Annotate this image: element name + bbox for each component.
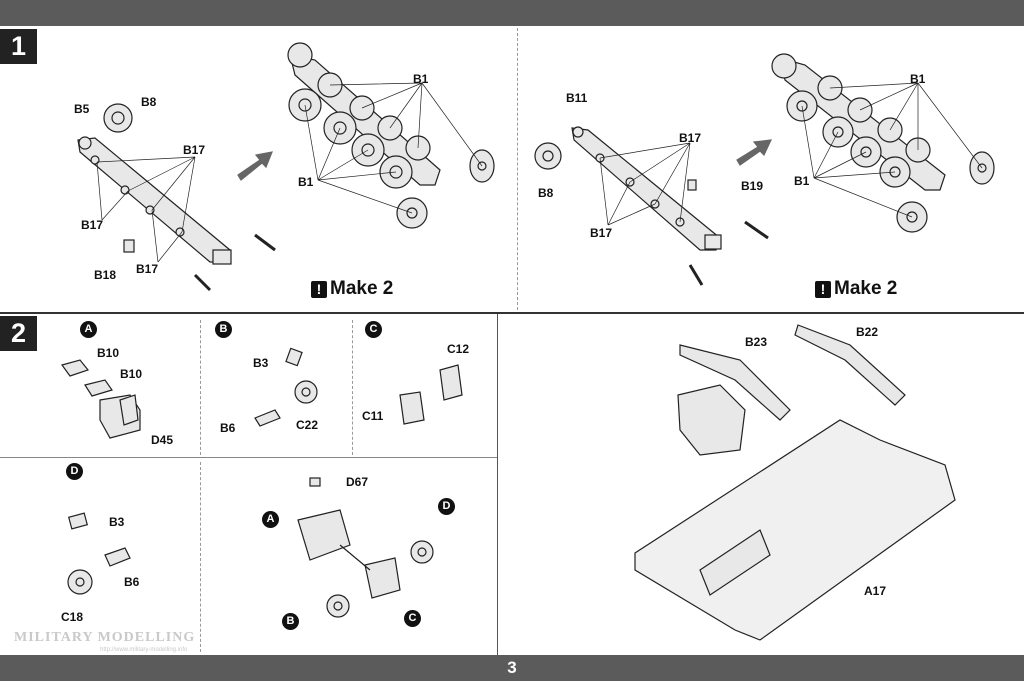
top-bar bbox=[0, 0, 1024, 26]
sub-marker-c: C bbox=[365, 321, 382, 338]
label-b10: B10 bbox=[97, 346, 120, 360]
label-c12: C12 bbox=[447, 342, 470, 356]
sub-b-drawing bbox=[254, 347, 318, 427]
label-b6: B6 bbox=[220, 421, 236, 435]
right-part-b19 bbox=[687, 179, 697, 191]
label-b8: B8 bbox=[141, 95, 157, 109]
make-2-note-right: !Make 2 bbox=[815, 278, 897, 300]
warning-icon: ! bbox=[815, 280, 831, 298]
watermark-logo: MILITARY MODELLING bbox=[14, 630, 196, 645]
label-b3: B3 bbox=[109, 515, 125, 529]
label-b23: B23 bbox=[745, 335, 768, 349]
label-b17: B17 bbox=[81, 218, 104, 232]
right-sprocket-b8 bbox=[534, 142, 562, 170]
step1-divider bbox=[517, 28, 518, 310]
assembly-marker-c: C bbox=[404, 610, 421, 627]
sub-c-drawing bbox=[399, 364, 463, 425]
make-2-note-left: !Make 2 bbox=[311, 278, 393, 300]
assembly-marker-b: B bbox=[282, 613, 299, 630]
sub-marker-d: D bbox=[66, 463, 83, 480]
label-b11: B11 bbox=[566, 91, 588, 105]
step2-dash-2 bbox=[352, 320, 353, 455]
label-b17: B17 bbox=[679, 131, 702, 145]
label-c22: C22 bbox=[296, 418, 319, 432]
sub-marker-b: B bbox=[215, 321, 232, 338]
label-b1: B1 bbox=[794, 174, 810, 188]
label-b18: B18 bbox=[94, 268, 117, 282]
label-b1: B1 bbox=[413, 72, 429, 86]
label-b22: B22 bbox=[856, 325, 879, 339]
step2-vertical-divider bbox=[497, 314, 498, 655]
label-b8: B8 bbox=[538, 186, 554, 200]
label-b3: B3 bbox=[253, 356, 269, 370]
page-number: 3 bbox=[507, 658, 517, 677]
final-assembly-drawing bbox=[297, 477, 434, 618]
watermark-url: http://www.military-modelling.info bbox=[100, 647, 188, 653]
label-b1: B1 bbox=[910, 72, 926, 86]
step2-dash-1 bbox=[200, 320, 201, 455]
label-c18: C18 bbox=[61, 610, 84, 624]
assembly-marker-a: A bbox=[262, 511, 279, 528]
left-assembled-suspension bbox=[287, 42, 495, 229]
label-b6: B6 bbox=[124, 575, 140, 589]
step-separator bbox=[0, 312, 1024, 314]
sub-d-drawing bbox=[67, 512, 131, 595]
left-sprocket-b8 bbox=[103, 103, 133, 133]
label-b17: B17 bbox=[590, 226, 613, 240]
sub-marker-a: A bbox=[80, 321, 97, 338]
label-b19: B19 bbox=[741, 179, 764, 193]
hull-drawing bbox=[634, 324, 956, 641]
warning-icon: ! bbox=[311, 280, 327, 298]
label-b10: B10 bbox=[120, 367, 143, 381]
left-part-b18 bbox=[123, 239, 135, 253]
bottom-bar bbox=[0, 655, 1024, 681]
right-suspension-arm bbox=[571, 126, 722, 251]
label-c11: C11 bbox=[362, 409, 384, 423]
step2-horizontal-divider bbox=[0, 457, 497, 458]
sub-a-drawing bbox=[61, 359, 141, 439]
step2-dash-3 bbox=[200, 462, 201, 652]
label-d45: D45 bbox=[151, 433, 174, 447]
label-a17: A17 bbox=[864, 584, 887, 598]
left-suspension-arm bbox=[77, 136, 232, 265]
assembly-marker-d: D bbox=[438, 498, 455, 515]
step-2-number: 2 bbox=[0, 316, 37, 351]
label-d67: D67 bbox=[346, 475, 369, 489]
step-1-number: 1 bbox=[0, 29, 37, 64]
label-b17: B17 bbox=[136, 262, 159, 276]
label-b1: B1 bbox=[298, 175, 314, 189]
label-b17: B17 bbox=[183, 143, 206, 157]
label-b5: B5 bbox=[74, 102, 90, 116]
